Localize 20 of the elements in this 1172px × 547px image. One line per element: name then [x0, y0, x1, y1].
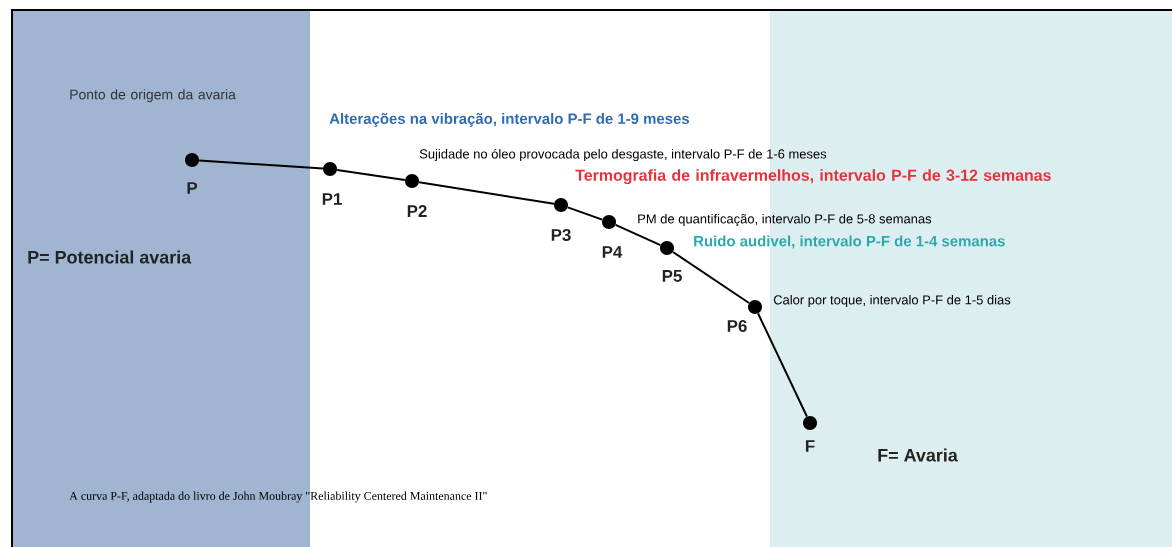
- curve-segment: [672, 251, 750, 304]
- point-label: P2: [407, 205, 427, 217]
- curve-segment: [418, 181, 555, 205]
- point-label: F: [805, 440, 815, 452]
- annotation: Termografia de infravermelhos, intervalo P-F de 3-12 semanas: [575, 169, 1051, 185]
- curve-segment: [757, 312, 808, 418]
- point-label: P3: [551, 229, 571, 241]
- point-label: P1: [322, 193, 342, 205]
- point-label: P: [187, 182, 198, 194]
- caption: A curva P-F, adaptada do livro de John Moubray "Reliability Centered Maintenance II": [69, 491, 487, 503]
- annotation: P= Potencial avaria: [28, 250, 192, 264]
- point-label: P6: [727, 320, 747, 332]
- curve-segment: [198, 159, 324, 170]
- curve-segment: [336, 169, 406, 181]
- point-label: P4: [602, 246, 623, 258]
- curve-segment: [566, 206, 604, 221]
- annotation: Alterações na vibração, intervalo P-F de 1-9 meses: [329, 113, 689, 127]
- annotation: PM de quantificação, intervalo P-F de 5-8 semanas: [638, 213, 932, 227]
- point-label: P5: [662, 270, 682, 282]
- curve-segment: [614, 223, 662, 247]
